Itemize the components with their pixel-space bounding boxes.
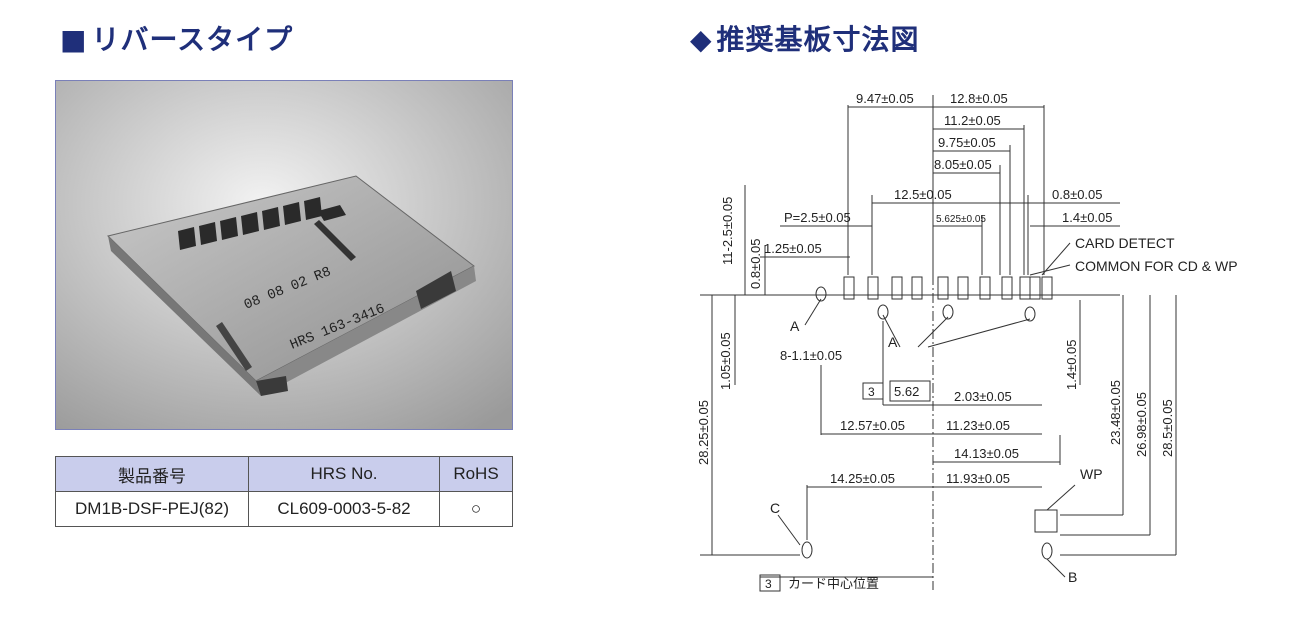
- dim-label: 8-1.1±0.05: [780, 348, 842, 363]
- product-photo: 08 08 02 R8 HRS 163-3416: [55, 80, 513, 430]
- dim-label: 9.47±0.05: [856, 91, 914, 106]
- dim-label: 8.05±0.05: [934, 157, 992, 172]
- dim-label: 14.25±0.05: [830, 471, 895, 486]
- section-title-pcb-dimensions: ◆推奨基板寸法図: [690, 18, 920, 58]
- note-number: 3: [868, 385, 875, 399]
- dim-label: 5.62: [894, 384, 919, 399]
- label-wp: WP: [1080, 466, 1103, 482]
- dim-label: 5.625±0.05: [936, 214, 986, 225]
- dim-label: 2.03±0.05: [954, 389, 1012, 404]
- dim-label: 1.25±0.05: [764, 241, 822, 256]
- dim-label: 11.23±0.05: [946, 418, 1010, 433]
- dim-label: 11.2±0.05: [944, 113, 1001, 128]
- vertical-dimension-labels: 11-2.5±0.05 0.8±0.05 1.05±0.05 28.25±0.0…: [696, 197, 1175, 465]
- label-b: B: [1068, 569, 1077, 585]
- dim-label: 9.75±0.05: [938, 135, 996, 150]
- label-card-center: カード中心位置: [788, 576, 879, 591]
- dim-label: 23.48±0.05: [1108, 380, 1123, 445]
- connector-illustration: 08 08 02 R8 HRS 163-3416: [56, 81, 512, 429]
- label-c: C: [770, 500, 780, 516]
- dim-label: P=2.5±0.05: [784, 210, 851, 225]
- dim-label: 12.5±0.05: [894, 187, 952, 202]
- pcb-dimension-drawing: 9.47±0.05 12.8±0.05 11.2±0.05 9.75±0.05 …: [696, 91, 1238, 592]
- dim-label: 12.8±0.05: [950, 91, 1008, 106]
- col-header-hrs-no: HRS No.: [248, 456, 440, 492]
- cell-part-number: DM1B-DSF-PEJ(82): [55, 491, 249, 527]
- label-card-detect: CARD DETECT: [1075, 235, 1175, 251]
- dim-label: 1.4±0.05: [1062, 210, 1113, 225]
- col-header-part-number: 製品番号: [55, 456, 249, 492]
- section-title-text: リバースタイプ: [91, 23, 294, 56]
- dim-label: 26.98±0.05: [1134, 392, 1149, 457]
- note-boxes: [759, 380, 931, 592]
- col-header-rohs: RoHS: [439, 456, 513, 492]
- label-common-cd-wp: COMMON FOR CD & WP: [1075, 258, 1238, 274]
- dimension-labels: 9.47±0.05 12.8±0.05 11.2±0.05 9.75±0.05 …: [764, 91, 1113, 486]
- table-row: DM1B-DSF-PEJ(82) CL609-0003-5-82 ○: [55, 491, 513, 527]
- dim-label: 1.05±0.05: [718, 332, 733, 390]
- label-a: A: [790, 318, 800, 334]
- cell-hrs-no: CL609-0003-5-82: [248, 491, 440, 527]
- dim-label: 0.8±0.05: [1052, 187, 1103, 202]
- label-a: A: [888, 334, 898, 350]
- dim-label: 11-2.5±0.05: [720, 197, 735, 265]
- part-number-table: 製品番号 HRS No. RoHS DM1B-DSF-PEJ(82) CL609…: [55, 456, 513, 527]
- dim-label: 1.4±0.05: [1064, 339, 1079, 390]
- callout-labels: CARD DETECT COMMON FOR CD & WP A A C B W…: [765, 235, 1238, 591]
- square-bullet-icon: ■: [60, 23, 88, 56]
- dim-label: 14.13±0.05: [954, 446, 1019, 461]
- diamond-bullet-icon: ◆: [690, 23, 713, 56]
- note-number: 3: [765, 577, 772, 591]
- contact-slots: [178, 197, 346, 250]
- section-title-reverse-type: ■リバースタイプ: [60, 18, 293, 58]
- cell-rohs: ○: [439, 491, 513, 527]
- dim-label: 28.25±0.05: [696, 400, 711, 465]
- section-title-text: 推奨基板寸法図: [716, 23, 920, 56]
- drawing-lines: [700, 95, 1177, 590]
- dim-label: 28.5±0.05: [1160, 399, 1175, 457]
- dim-label: 11.93±0.05: [946, 471, 1010, 486]
- dim-label: 0.8±0.05: [748, 238, 763, 289]
- dim-label: 12.57±0.05: [840, 418, 905, 433]
